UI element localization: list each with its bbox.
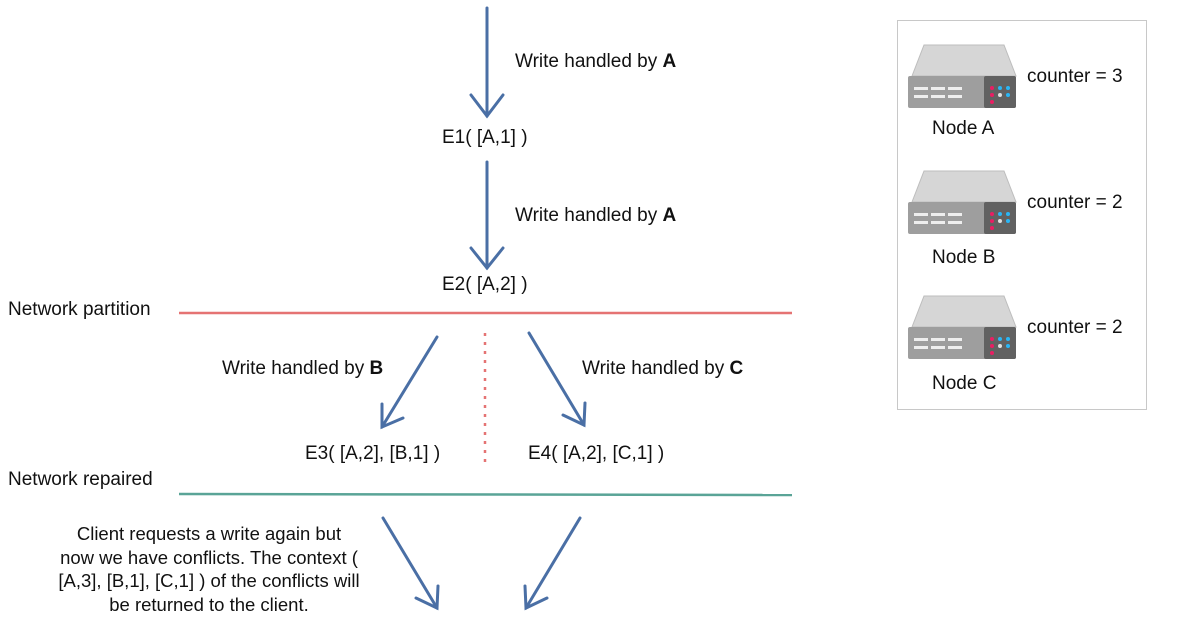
event-e1: E1( [A,1] ) [442, 127, 528, 148]
node-c-counter: counter = 2 [1027, 317, 1123, 338]
arrow-to-e4 [527, 331, 587, 428]
event-e4: E4( [A,2], [C,1] ) [528, 443, 665, 464]
server-icon [908, 44, 1017, 108]
node-a-counter: counter = 3 [1027, 66, 1123, 87]
merge-arrow-right [523, 516, 582, 611]
write-label-4: Write handled by C [582, 358, 744, 379]
arrow-to-e3 [380, 335, 439, 430]
network-repaired-label: Network repaired [8, 469, 153, 490]
node-legend [897, 20, 1147, 410]
arrow-to-e1 [469, 6, 505, 119]
node-b-label: Node B [932, 247, 996, 268]
server-icon [908, 170, 1017, 234]
node-a-label: Node A [932, 118, 995, 139]
write-label-2: Write handled by A [515, 205, 677, 226]
network-repaired-line [178, 492, 793, 497]
server-icon [908, 295, 1017, 359]
write-label-3: Write handled by B [222, 358, 384, 379]
node-c-label: Node C [932, 373, 997, 394]
event-e2: E2( [A,2] ) [442, 274, 528, 295]
network-partition-label: Network partition [8, 299, 151, 320]
write-label-1: Write handled by A [515, 51, 677, 72]
merge-arrow-left [381, 516, 440, 611]
arrow-to-e2 [469, 160, 505, 271]
client-note: Client requests a write again but now we… [58, 523, 360, 615]
event-e3: E3( [A,2], [B,1] ) [305, 443, 441, 464]
node-b-counter: counter = 2 [1027, 192, 1123, 213]
